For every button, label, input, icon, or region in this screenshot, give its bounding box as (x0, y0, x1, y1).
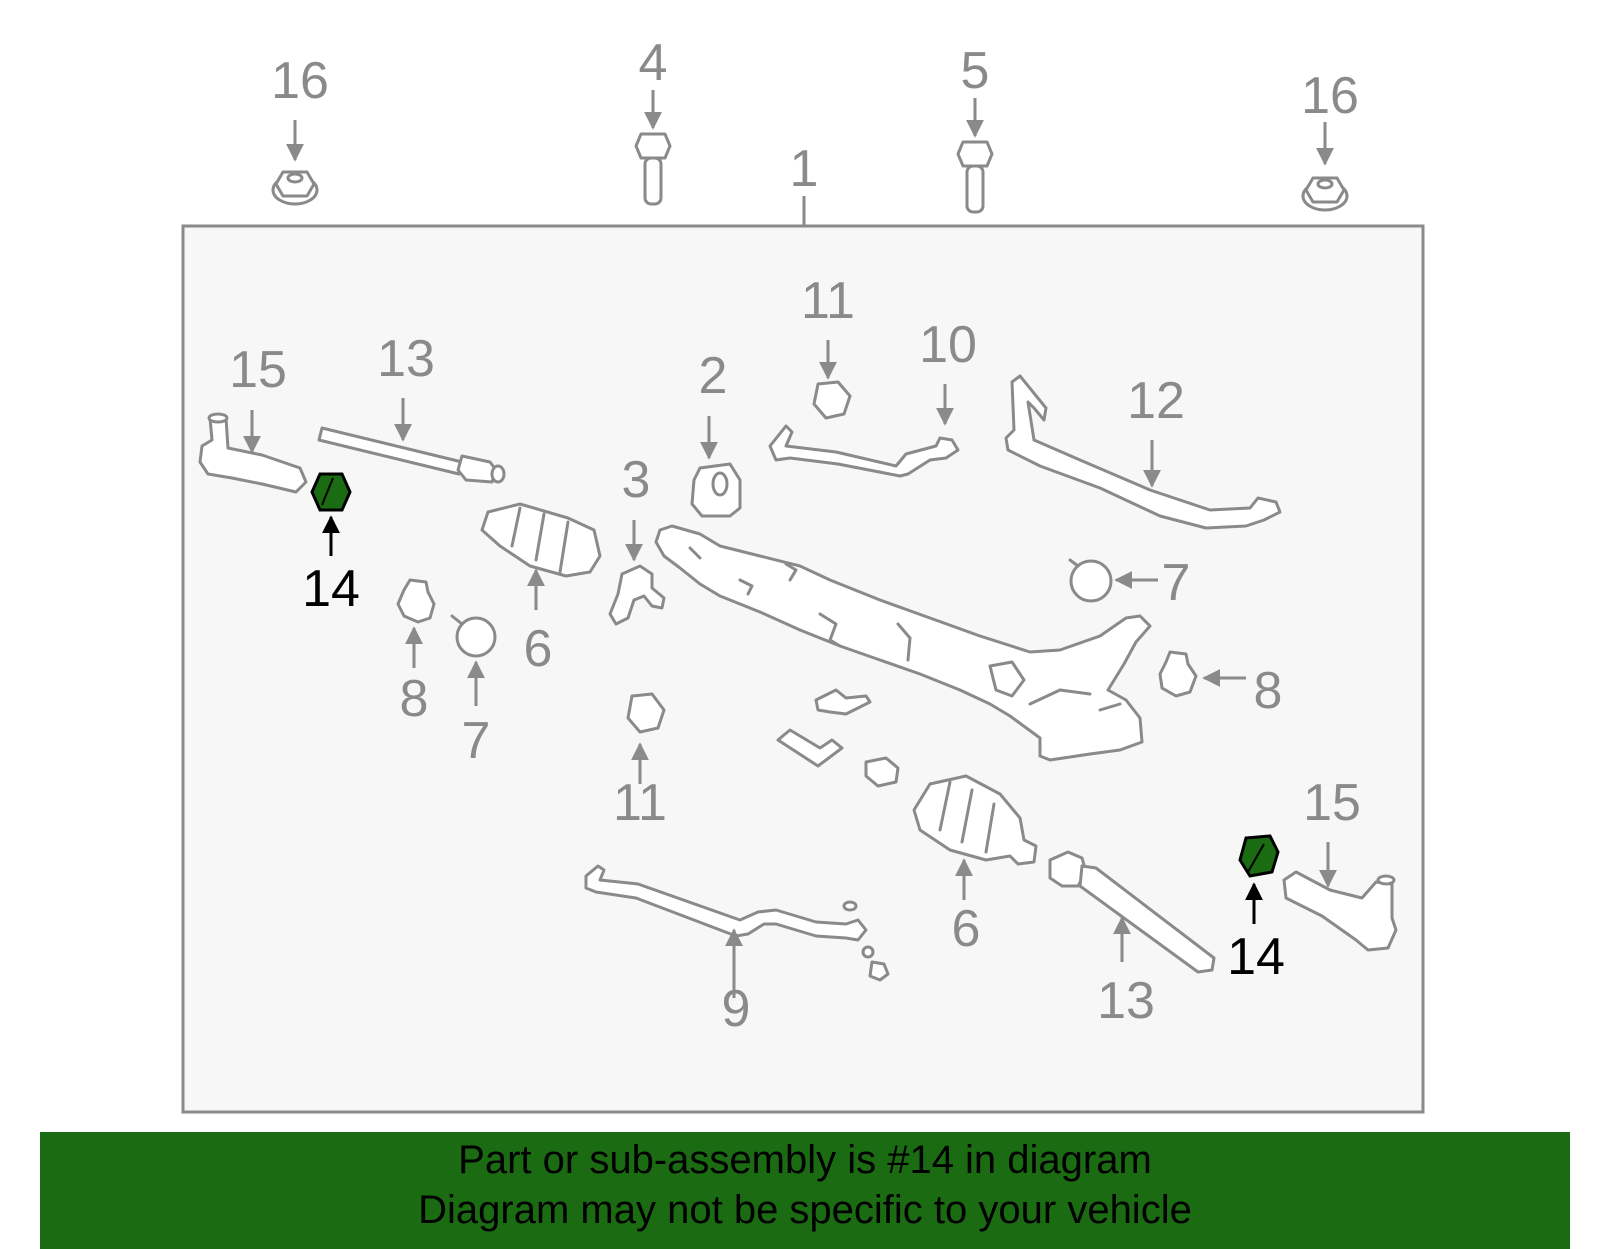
callout-13-upper: 13 (377, 330, 435, 388)
part-11-nut-upper[interactable]: 11 (801, 272, 855, 420)
part-shim-2 (776, 728, 844, 768)
callout-10: 10 (919, 316, 977, 374)
part-7-clip-right[interactable]: 7 (1068, 554, 1191, 612)
callout-16-left: 16 (271, 52, 329, 110)
callout-6-lower: 6 (952, 900, 981, 958)
callout-4: 4 (639, 34, 668, 92)
callout-7-left: 7 (462, 712, 491, 770)
callout-11-lower: 11 (613, 774, 667, 832)
part-14-nut-left-highlighted[interactable]: 14 (302, 472, 360, 618)
part-13-inner-tie-rod-upper[interactable]: 13 (317, 330, 506, 484)
part-4-bolt[interactable]: 4 (634, 34, 672, 206)
part-15-tie-rod-end-right[interactable]: 15 (1282, 774, 1398, 952)
callout-15-right: 15 (1303, 774, 1361, 832)
part-15-tie-rod-end-left[interactable]: 15 (198, 341, 308, 494)
callout-14-left: 14 (302, 560, 360, 618)
part-16-nut-right[interactable]: 16 (1301, 67, 1359, 212)
callout-8-left: 8 (400, 670, 429, 728)
part-13-inner-tie-rod-lower[interactable]: 13 (1048, 850, 1216, 1030)
part-16-nut-left[interactable]: 16 (271, 52, 329, 206)
callout-11-upper: 11 (801, 272, 855, 330)
part-11-nut-lower[interactable]: 11 (613, 692, 667, 832)
info-banner: Part or sub-assembly is #14 in diagram D… (40, 1132, 1570, 1249)
part-sleeve (864, 756, 900, 788)
banner-line-disclaimer: Diagram may not be specific to your vehi… (418, 1188, 1192, 1232)
part-14-nut-right-highlighted[interactable]: 14 (1227, 834, 1285, 986)
callout-9: 9 (722, 980, 751, 1038)
callout-6-upper: 6 (524, 620, 553, 678)
part-7-clip-left[interactable]: 7 (450, 614, 497, 770)
part-6-boot-upper[interactable]: 6 (480, 502, 602, 678)
callout-5: 5 (961, 42, 990, 100)
part-8-clamp-right[interactable]: 8 (1158, 650, 1283, 720)
part-3-bracket[interactable]: 3 (608, 451, 666, 626)
part-6-boot-lower[interactable]: 6 (912, 774, 1038, 958)
part-8-clamp-left[interactable]: 8 (396, 578, 436, 728)
callout-12: 12 (1127, 372, 1185, 430)
part-2-bushing[interactable]: 2 (690, 347, 742, 518)
callout-15-left: 15 (229, 341, 287, 399)
callout-16-right: 16 (1301, 67, 1359, 125)
part-14-nut-right-shape[interactable] (1238, 834, 1280, 878)
part-5-bolt[interactable]: 5 (956, 42, 994, 214)
part-10-pressure-line[interactable]: 10 (768, 316, 977, 478)
callout-7-right: 7 (1162, 554, 1191, 612)
part-9-pressure-line[interactable]: 9 (584, 864, 890, 1038)
part-14-nut-left-shape[interactable] (310, 472, 352, 512)
part-1-rack-housing[interactable] (654, 524, 1152, 762)
callout-8-right: 8 (1254, 662, 1283, 720)
callout-2: 2 (699, 347, 728, 405)
callout-1: 1 (790, 140, 819, 198)
callout-13-lower: 13 (1097, 972, 1155, 1030)
part-12-return-line[interactable]: 12 (1004, 372, 1282, 530)
callout-14-right: 14 (1227, 928, 1285, 986)
callout-3: 3 (622, 451, 651, 509)
banner-line-part: Part or sub-assembly is #14 in diagram (458, 1138, 1152, 1182)
part-shim-1 (814, 688, 872, 716)
